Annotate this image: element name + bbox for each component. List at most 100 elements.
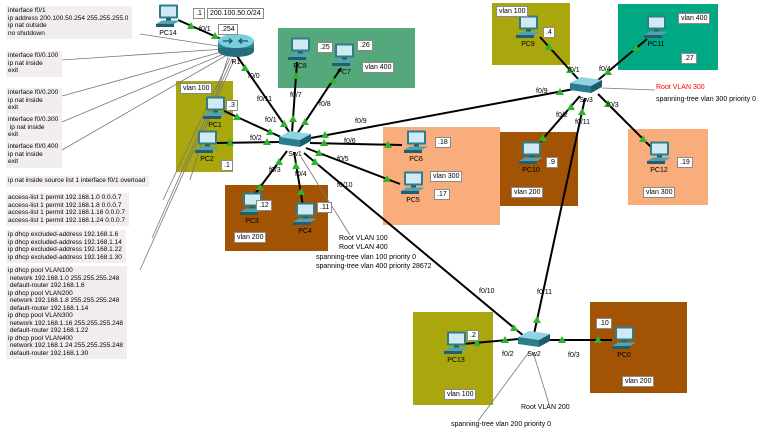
device-label: PC4 <box>298 228 312 235</box>
link-status-arrow <box>558 336 566 343</box>
callout-line <box>61 50 226 97</box>
device-pc2[interactable]: PC2 <box>190 130 224 164</box>
note-label: .27 <box>681 53 697 64</box>
callout-line <box>139 59 235 271</box>
annotation-text: Root VLAN 300 <box>656 84 705 93</box>
device-label: PC6 <box>409 156 423 163</box>
device-label: PC1 <box>208 122 222 129</box>
device-pc0[interactable]: PC0 <box>607 326 641 360</box>
note-label: .9 <box>546 157 558 168</box>
device-r1[interactable]: R1 <box>217 32 255 67</box>
link-status-arrow <box>186 21 195 29</box>
config-line: ip nat inside <box>8 150 43 158</box>
port-label: f0/2 <box>502 351 514 358</box>
config-line: exit <box>8 131 19 138</box>
note-label: .4 <box>543 27 555 38</box>
device-sw3[interactable]: Sw3 <box>567 74 605 105</box>
link-status-arrow <box>501 336 510 344</box>
note-label: vlan 200 <box>511 187 544 198</box>
port-label: f0/9 <box>536 88 548 95</box>
device-pc12[interactable]: PC12 <box>642 141 676 175</box>
device-label: PC9 <box>521 41 535 48</box>
link-status-arrow <box>382 174 391 182</box>
link-status-arrow <box>539 134 548 142</box>
port-label: f0/4 <box>295 171 307 178</box>
link-status-arrow <box>632 44 641 51</box>
port-label: f0/11 <box>537 289 553 296</box>
note-label: vlan 100 <box>444 389 477 400</box>
device-pc7[interactable]: PC7 <box>327 43 361 77</box>
link-status-arrow <box>639 135 648 143</box>
link-status-arrow <box>292 161 301 169</box>
device-pc6[interactable]: PC6 <box>399 130 433 164</box>
port-label: f0/1 <box>265 117 277 124</box>
network-link[interactable] <box>533 97 586 335</box>
note-label: .12 <box>256 200 272 211</box>
config-line: ip nat inside <box>8 59 43 67</box>
config-line: network 192.168.1.8 255.255.255.248 <box>8 297 120 304</box>
link-status-arrow <box>319 139 328 147</box>
annotation-line: Root VLAN 400 <box>339 243 388 251</box>
annotation-line: Root VLAN 300 <box>656 84 705 91</box>
pc-icon <box>156 4 180 27</box>
config-line: exit <box>8 104 19 111</box>
annotation-text: spanning-tree vlan 200 priority 0 <box>451 421 551 430</box>
device-pc8[interactable]: PC8 <box>283 37 317 71</box>
annotation-line: spanning-tree vlan 100 priority 0 <box>316 254 417 261</box>
device-pc1[interactable]: PC1 <box>198 96 232 130</box>
config-line: access-list 1 permit 192.168.1.8 0.0.0.7 <box>8 201 122 209</box>
config-line: ip address 200.100.50.254 255.255.255.0 <box>8 14 129 22</box>
pc-icon <box>401 171 425 194</box>
link-status-arrow <box>532 316 541 324</box>
link-status-arrow <box>545 43 554 51</box>
link-status-arrow <box>300 118 309 126</box>
link-status-arrow <box>292 71 301 79</box>
annotation-line: spanning-tree vlan 200 priority 0 <box>451 421 552 428</box>
note-label: .25 <box>317 42 333 53</box>
port-label: f0/10 <box>337 182 353 189</box>
device-pc4[interactable]: PC4 <box>288 202 322 236</box>
note-label: vlan 100 <box>496 6 529 17</box>
network-link[interactable] <box>462 338 520 345</box>
network-link[interactable] <box>303 152 526 338</box>
device-pc11[interactable]: PC11 <box>639 15 673 49</box>
pc-icon <box>519 141 543 164</box>
link-status-arrow <box>594 336 602 343</box>
pc-icon <box>444 331 468 354</box>
device-pc10[interactable]: PC10 <box>514 141 548 175</box>
device-sw1[interactable]: Sw1 <box>276 128 314 159</box>
device-pc5[interactable]: PC5 <box>396 171 430 205</box>
device-pc13[interactable]: PC13 <box>439 331 473 365</box>
annotation-line: Root VLAN 100 <box>339 235 388 242</box>
note-label: .11 <box>317 202 333 213</box>
link-status-arrow <box>315 149 324 156</box>
config-line: ip dhcp excluded-address 192.168.1.22 <box>8 246 122 253</box>
callout-line <box>61 54 228 151</box>
router-icon <box>218 34 254 57</box>
note-label: vlan 400 <box>362 62 395 73</box>
device-pc9[interactable]: PC9 <box>511 15 545 49</box>
link-status-arrow <box>232 112 241 120</box>
network-link[interactable] <box>310 88 575 139</box>
link-status-arrow <box>320 131 329 139</box>
port-label: f0/4 <box>599 66 611 73</box>
config-line: ip dhcp excluded-address 192.168.1.30 <box>8 253 122 261</box>
port-label: f0/6 <box>344 138 356 145</box>
device-sw2[interactable]: Sw2 <box>515 328 553 359</box>
config-line: interface f0/0.300 <box>8 116 59 123</box>
device-label: Sw3 <box>579 97 593 104</box>
network-link[interactable] <box>293 151 304 207</box>
config-line: default-router 192.168.1.30 <box>8 349 89 357</box>
config-line: ip dhcp excluded-address 192.168.1.14 <box>8 238 122 246</box>
config-line: access-list 1 permit 192.168.1.0 0.0.0.7 <box>8 194 122 201</box>
note-label: .18 <box>435 137 451 148</box>
device-label: PC5 <box>406 197 420 204</box>
config-note-6: access-list 1 permit 192.168.1.0 0.0.0.7… <box>6 193 130 226</box>
device-label: PC14 <box>159 30 177 37</box>
device-pc14[interactable]: PC14 <box>151 4 185 38</box>
